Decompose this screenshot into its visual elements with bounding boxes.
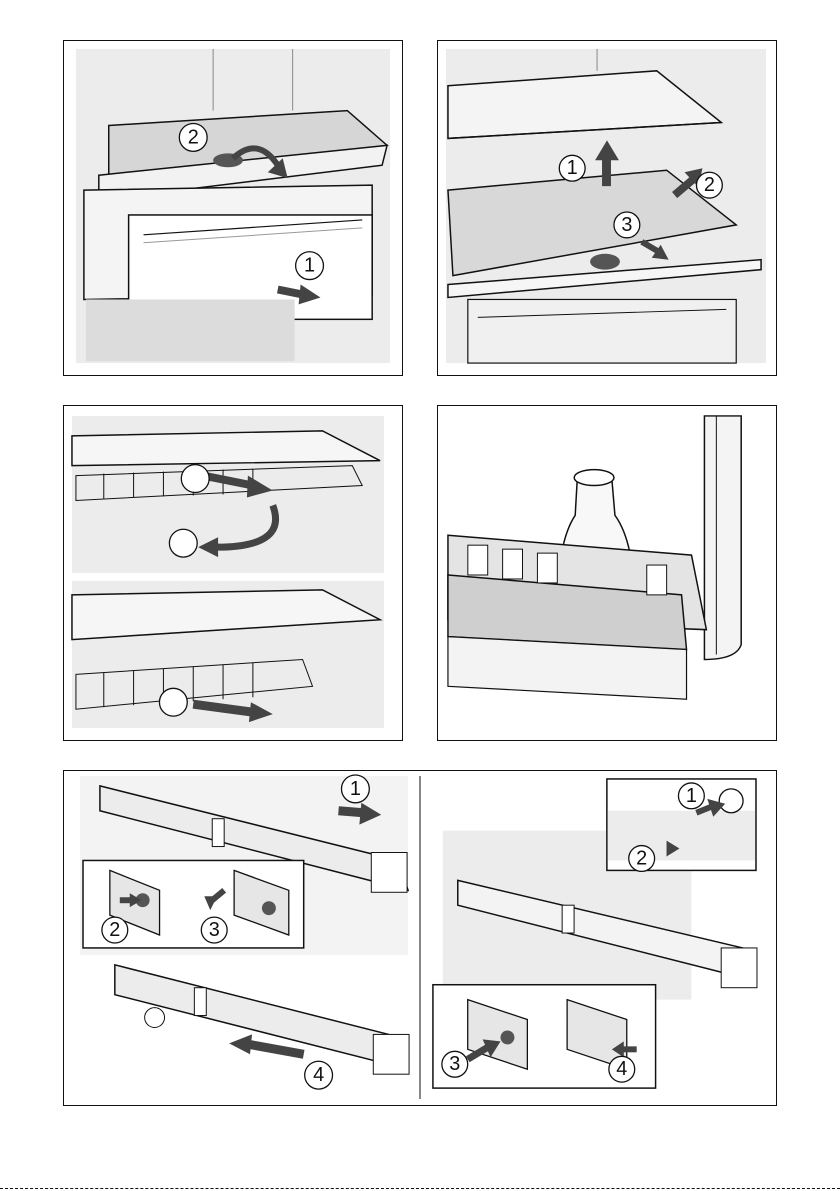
panel-glass-shelf-removal: 1 2 3 [437,40,777,376]
step-3-marker-left: 3 [201,917,227,943]
step-3-label: 3 [209,919,220,941]
panel-drawer-shelf-removal: 2 1 [63,40,403,376]
rail-lower-left [115,965,409,1074]
rail-removal-illustration: 1 2 3 4 [64,771,776,1105]
step-3-marker: 3 [614,212,640,238]
step-1-marker: 1 [296,252,324,280]
step-2-label: 2 [109,919,120,941]
step-marker-top [181,465,209,493]
step-1-label: 1 [567,157,578,179]
drawer-shelf-illustration: 2 1 [64,41,402,375]
step-3-label: 3 [449,1053,460,1075]
step-2-marker-right: 2 [629,846,655,872]
step-4-label: 4 [313,1064,324,1086]
step-1-marker-left: 1 [341,775,369,803]
step-1-label: 1 [686,785,697,807]
step-3-label: 3 [621,214,632,236]
step-2-marker: 2 [696,172,722,198]
step-2-label: 2 [188,126,199,148]
page-bottom-rule [0,1188,840,1189]
step-3-marker-right: 3 [442,1051,468,1077]
step-2-label: 2 [704,174,715,196]
step-4-marker-left: 4 [305,1061,333,1089]
panel-wire-rack [63,405,403,741]
step-2-marker: 2 [179,124,207,152]
panel-rail-removal: 1 2 3 4 [63,770,777,1106]
step-1-marker: 1 [559,155,585,181]
step-4-label: 4 [616,1058,627,1080]
glass-shelf-illustration: 1 2 3 [438,41,776,375]
step-4-marker-right: 4 [609,1056,635,1082]
step-1-label: 1 [350,778,361,800]
wire-rack-illustration [64,406,402,740]
bottle-shelf-illustration [438,406,776,740]
step-2-label: 2 [636,847,647,869]
step-marker-middle [169,529,197,557]
panel-door-bottle-shelf [437,405,777,741]
step-marker-bottom [159,688,187,716]
step-1-label: 1 [304,255,315,277]
step-2-marker-left: 2 [102,917,128,943]
step-1-marker-right: 1 [678,783,704,809]
